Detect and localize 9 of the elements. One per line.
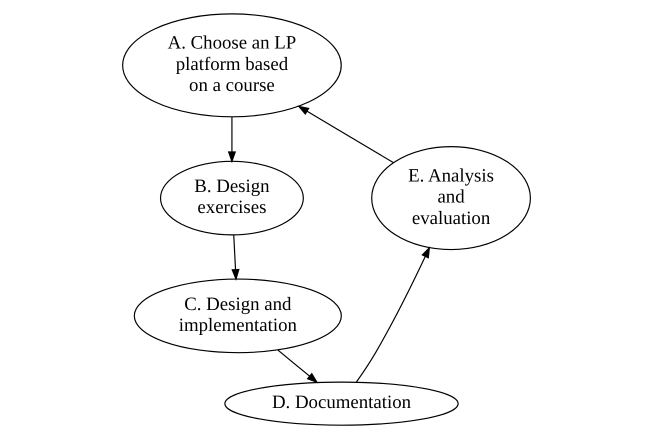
arrow bbox=[355, 246, 430, 382]
arrow bbox=[230, 234, 240, 280]
arrow bbox=[227, 116, 236, 163]
node-ellipse: D. Documentation bbox=[224, 381, 458, 426]
node-ellipse: E. Analysis and evaluation bbox=[370, 146, 530, 250]
node-ellipse: C. Design and implementation bbox=[133, 278, 342, 353]
node-ellipse: B. Design exercises bbox=[159, 160, 304, 235]
arrow bbox=[276, 348, 318, 383]
arrow bbox=[296, 104, 394, 163]
